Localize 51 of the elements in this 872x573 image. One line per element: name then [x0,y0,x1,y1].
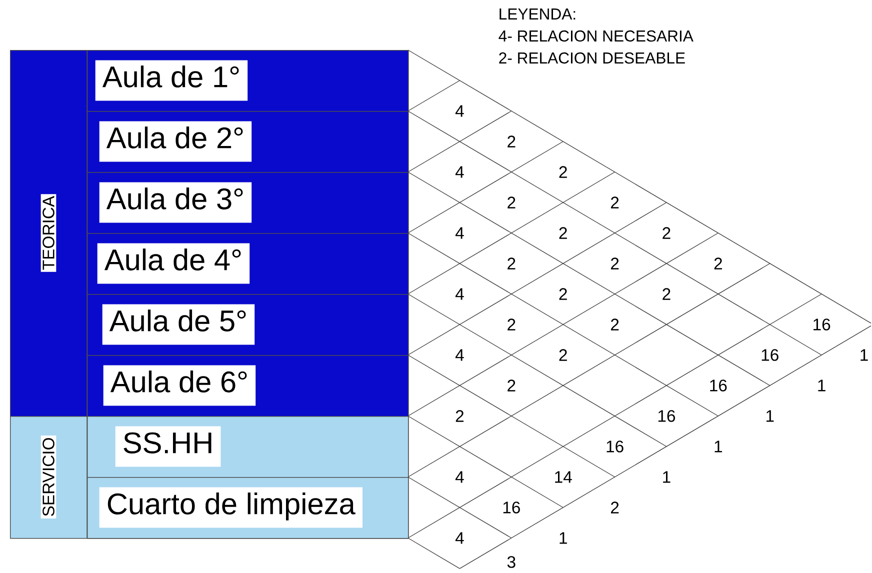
category-label: TEORICA [40,194,56,272]
matrix-value: 16 [606,440,624,452]
matrix-value: 16 [658,410,675,422]
matrix-value: 4 [455,471,464,483]
matrix-value: 16 [710,380,727,392]
room-row: Aula de 5° [87,294,409,356]
matrix-value: 2 [714,258,722,270]
matrix-value: 2 [611,258,619,270]
matrix-value: 2 [508,136,516,148]
legend-entry: 4- RELACION NECESARIA [498,30,694,42]
matrix-value: 4 [455,532,464,544]
matrix-value: 2 [508,380,516,392]
matrix-value: 16 [762,349,778,361]
matrix-value: 16 [814,318,830,330]
legend-entry: 2- RELACION DESEABLE [499,52,685,64]
matrix-value: 2 [611,318,619,330]
matrix-value: 1 [714,440,722,452]
matrix-value: 2 [508,258,516,270]
room-row: Aula de 3° [87,172,409,234]
matrix-value: 2 [559,227,567,239]
matrix-value: 1 [560,532,567,544]
matrix-value: 3 [507,556,516,568]
matrix-value: 2 [611,502,619,514]
matrix-value: 2 [508,196,516,208]
matrix-value: 4 [455,227,464,239]
matrix-value: 14 [555,471,572,483]
matrix-value: 2 [508,318,516,330]
matrix-value: 2 [662,227,670,239]
matrix-value: 1 [663,471,670,483]
legend-title: LEYENDA: [500,8,576,20]
matrix-value: 4 [455,105,464,117]
matrix-value: 1 [766,410,774,422]
matrix-value: 4 [455,349,464,361]
matrix-value: 2 [559,349,567,361]
matrix-value: 4 [455,166,464,178]
matrix-value: 2 [662,288,670,300]
matrix-value: 2 [559,166,567,178]
room-row: SS.HH [87,416,409,478]
category-label: SERVICIO [40,436,56,518]
matrix-value: 2 [559,288,567,300]
room-row: Cuarto de limpieza [87,477,409,539]
matrix-value: 2 [456,410,464,422]
matrix-value: 2 [611,196,619,208]
room-row: Aula de 4° [87,233,409,295]
matrix-value: 1 [818,380,826,392]
room-row: Aula de 1° [87,50,409,112]
room-row: Aula de 2° [87,111,409,173]
matrix-value: 16 [503,502,520,514]
matrix-value: 4 [455,288,464,300]
matrix-value: 1 [860,349,868,361]
room-row: Aula de 6° [87,355,409,417]
